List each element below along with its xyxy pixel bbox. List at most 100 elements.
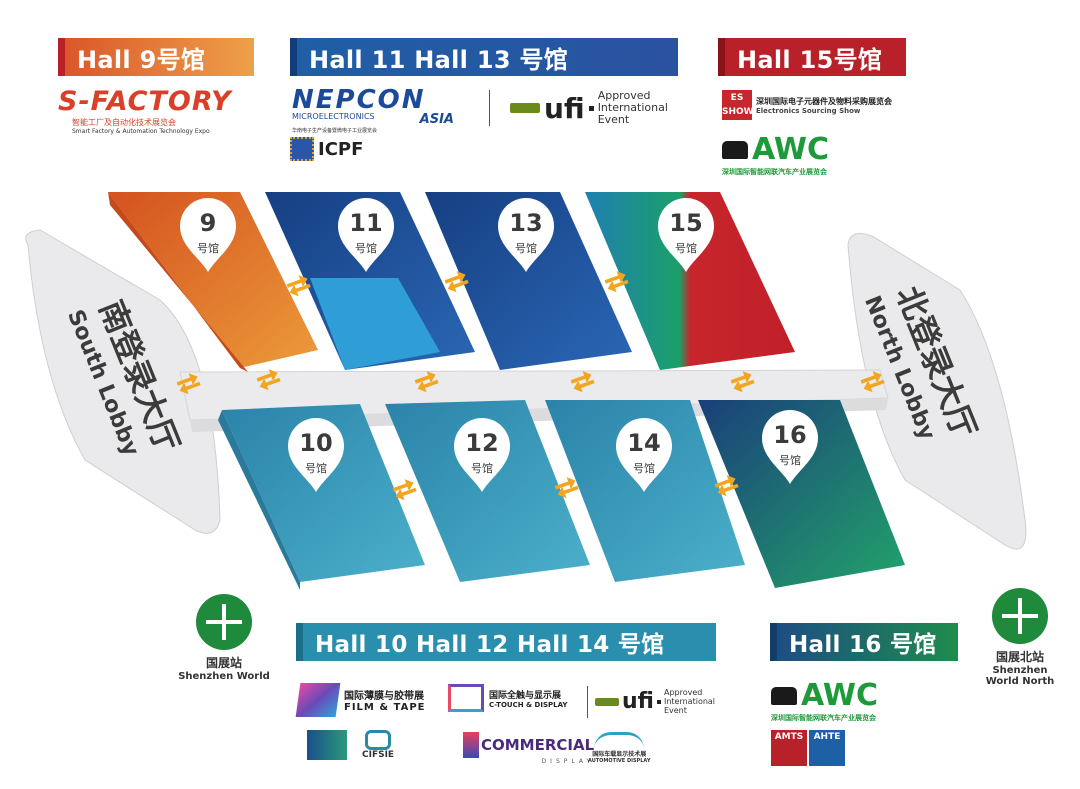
connection-arrow	[714, 475, 739, 497]
film-tape-cn: 国际薄膜与胶带展	[344, 691, 424, 702]
awc-wordmark-bottom: AWC	[801, 678, 878, 713]
ufi-icon-bottom	[595, 697, 619, 706]
auto-display-cn: 国际车载显示技术展	[592, 751, 647, 758]
station-north-en: Shenzhen World North	[985, 665, 1055, 687]
ctouch-cn: 国际全触与显示展	[489, 690, 562, 701]
hall-10-block[interactable]	[218, 404, 425, 590]
station-south-en: Shenzhen World	[178, 671, 270, 682]
nmat-icon	[307, 730, 347, 760]
ctouch-icon	[448, 684, 484, 712]
sfactory-cn: 智能工厂及自动化技术展览会	[72, 118, 176, 127]
connection-arrow	[570, 371, 595, 393]
station-shenzhen-world-north[interactable]: 国展北站 Shenzhen World North	[974, 588, 1066, 687]
awc-logo-bottom: AWC 深圳国际智能网联汽车产业展览会	[771, 678, 878, 723]
connection-arrows	[176, 271, 885, 501]
film-tape-en: FILM & TAPE	[344, 702, 426, 713]
connection-arrow	[444, 271, 469, 293]
hall-12-block[interactable]	[385, 400, 590, 582]
south-lobby	[25, 229, 221, 534]
metro-icon-north	[992, 588, 1048, 644]
connection-arrow	[860, 371, 885, 393]
ufi-icon-top	[510, 103, 540, 113]
hall-marker-pin	[454, 418, 510, 492]
banner-hall-9-text: Hall 9号馆	[77, 45, 206, 74]
hall-label: 号馆	[675, 241, 697, 255]
hall-marker-pin	[616, 418, 672, 492]
commercial-sub: DISPLAY	[541, 758, 595, 765]
banner-hall-11-13-text: Hall 11 Hall 13 号馆	[309, 45, 569, 74]
nepcon-sub: MICROELECTRONICS	[292, 112, 375, 121]
hall-9-block[interactable]	[108, 192, 318, 372]
car-icon-bottom	[771, 686, 797, 705]
hall-number: 12	[465, 429, 498, 457]
connection-arrow	[256, 369, 281, 391]
hall-marker-10[interactable]: 10 号馆	[288, 418, 344, 492]
nepcon-asia: ASIA	[419, 112, 454, 127]
banner-hall-9: Hall 9号馆	[58, 38, 254, 76]
awc-cn-top: 深圳国际智能网联汽车产业展览会	[722, 168, 827, 176]
cifsie-icon	[365, 730, 392, 750]
nmat-logo	[307, 730, 347, 764]
hall-13-block[interactable]	[425, 192, 632, 370]
amts-badge: AMTS	[771, 730, 807, 766]
hall-label: 号馆	[355, 241, 377, 255]
hall-label: 号馆	[515, 241, 537, 255]
hall-number: 10	[299, 429, 332, 457]
nepcon-divider	[489, 90, 490, 126]
sfactory-logo: S-FACTORY 智能工厂及自动化技术展览会 Smart Factory & …	[58, 86, 258, 135]
cifsie-wordmark: CIFSIE	[362, 750, 395, 760]
commercial-display-logo: COMMERCIAL DISPLAY	[463, 732, 594, 765]
banner-hall-16-text: Hall 16 号馆	[789, 632, 937, 658]
connection-arrow	[392, 479, 417, 501]
amts-wordmark: AMTS	[774, 732, 804, 742]
ufi-wordmark-bottom: ufi	[622, 689, 654, 714]
icpf-chip-icon	[290, 137, 314, 161]
ctouch-logo: 国际全触与显示展 C-TOUCH & DISPLAY	[448, 684, 567, 712]
awc-wordmark-top: AWC	[752, 132, 829, 167]
hall-14-block[interactable]	[545, 400, 745, 582]
hall-number: 14	[627, 429, 660, 457]
ufi-wordmark-top: ufi	[544, 91, 585, 125]
hall-number: 16	[773, 421, 806, 449]
hall-marker-13[interactable]: 13 号馆	[498, 198, 554, 272]
hall-11-block[interactable]	[265, 192, 475, 370]
nepcon-logo: NEPCON MICROELECTRONICS ASIA 华南电子生产设备暨微电…	[292, 85, 472, 134]
car-icon-top	[722, 140, 748, 159]
hall-number: 9	[200, 209, 217, 237]
connection-arrow	[730, 371, 755, 393]
film-tape-icon	[295, 683, 341, 717]
hall-marker-pin	[658, 198, 714, 272]
hall-marker-15[interactable]: 15 号馆	[658, 198, 714, 272]
station-north-cn: 国展北站	[995, 650, 1044, 664]
hall-marker-9[interactable]: 9 号馆	[180, 198, 236, 272]
hall-label: 号馆	[197, 241, 219, 255]
banner-hall-10-12-14-text: Hall 10 Hall 12 Hall 14 号馆	[315, 632, 665, 658]
cifsie-logo: CIFSIE	[362, 730, 394, 760]
ctouch-divider	[587, 686, 588, 718]
nepcon-wordmark: NEPCON	[292, 85, 426, 115]
hall-label: 号馆	[305, 461, 327, 475]
station-shenzhen-world[interactable]: 国展站 Shenzhen World	[176, 594, 272, 682]
ufi-text-bottom: Approved International Event	[663, 688, 716, 715]
hall-number: 15	[669, 209, 702, 237]
hall-16-block[interactable]	[698, 400, 905, 588]
connection-arrow	[414, 371, 439, 393]
banner-hall-15: Hall 15号馆	[718, 38, 906, 76]
hall-15-block[interactable]	[585, 192, 795, 370]
commercial-wordmark: COMMERCIAL	[481, 736, 595, 754]
ufi-logo-bottom: ufi Approved International Event	[595, 688, 716, 715]
hall-marker-pin	[288, 418, 344, 492]
ahte-badge: AHTE	[809, 730, 845, 766]
es-show-cn: 深圳国际电子元器件及物料采购展览会	[756, 96, 892, 106]
es-show-badge: ES SHOW	[722, 90, 754, 120]
nepcon-cn: 华南电子生产设备暨微电子工业展览会	[292, 128, 378, 134]
hall-number: 13	[509, 209, 542, 237]
film-tape-logo: 国际薄膜与胶带展 FILM & TAPE	[295, 683, 426, 717]
connection-arrow	[176, 373, 201, 395]
banner-hall-16: Hall 16 号馆	[770, 623, 958, 661]
